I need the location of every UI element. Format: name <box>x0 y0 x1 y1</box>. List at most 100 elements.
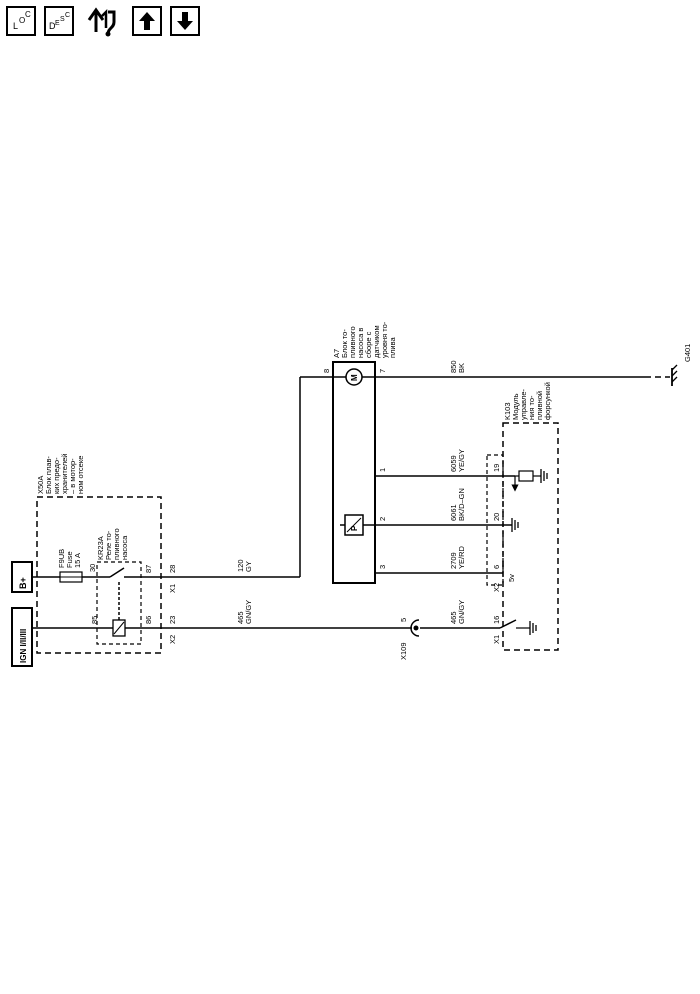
k103-desc-1: управле- <box>519 388 528 420</box>
wire-850-color: BK <box>457 363 466 373</box>
x109-splice: 5 X109 <box>399 618 420 660</box>
loc-button[interactable]: L O C <box>6 6 36 36</box>
desc-main-letter: D <box>49 21 56 31</box>
k103-desc-2: ния то- <box>527 395 536 420</box>
k103-module-outline <box>502 422 559 651</box>
a7-desc-6: плива <box>388 336 397 358</box>
relay-desc-1: пливного <box>112 528 121 560</box>
x50a-x2-pin-23: 23 <box>168 616 177 624</box>
a7-desc-4: датчиком <box>372 325 381 358</box>
a7-pin-3: 3 <box>378 565 387 569</box>
wire-850-num: 850 <box>449 360 458 373</box>
loc-sub2-letter: C <box>25 10 31 19</box>
previous-page-button[interactable] <box>132 6 162 36</box>
ground-g401: G401 <box>671 344 692 386</box>
relay-pin-87: 87 <box>144 565 153 573</box>
x50a-desc-2: хранителей <box>60 454 69 494</box>
wire-6059-num: 6059 <box>449 455 458 472</box>
k103-pin-6: 6 <box>492 565 501 569</box>
a7-label-group: A7 Блок то- пливного насоса в сборе с да… <box>332 321 397 358</box>
a7-desc-3: сборе с <box>364 331 373 358</box>
x50a-fuse-block-outline <box>36 496 162 654</box>
x50a-desc-1: ких предо- <box>52 457 61 494</box>
k103-pin-16: 16 <box>492 616 501 624</box>
k103-x2-connector-outline <box>486 454 504 586</box>
desc-sub-letter: E <box>55 20 60 27</box>
wire-6059-color: YE/GY <box>457 449 466 472</box>
a7-desc-1: пливного <box>348 326 357 358</box>
k103-x1-label: X1 <box>492 635 501 644</box>
wire-labels: 120 GY 465 GN/GY 465 GN/GY 850 BK 6059 Y… <box>236 360 466 624</box>
k103-pin-19: 19 <box>492 464 501 472</box>
sensor-symbol: P <box>350 525 359 531</box>
x50a-ref: X50A <box>36 476 45 494</box>
x50a-desc-4: ном отсеке <box>76 456 85 494</box>
fuse-desc1: Fuse <box>65 551 74 568</box>
ign-label: IGN I/II/III <box>19 629 28 663</box>
wire-465a-color: GN/GY <box>244 600 253 624</box>
wire-120-num: 120 <box>236 559 245 572</box>
x50a-desc-0: Блок плав- <box>44 456 53 494</box>
a7-fuel-pump-module <box>332 361 376 584</box>
x109-ref: X109 <box>399 642 408 660</box>
desc-button[interactable]: D E S C <box>44 6 74 36</box>
x50a-x2-label: X2 <box>168 635 177 644</box>
relay-desc-2: насоса <box>120 535 129 560</box>
loc-sub-letter: O <box>19 16 25 25</box>
a7-pin-2: 2 <box>378 517 387 521</box>
k103-pin-20: 20 <box>492 513 501 521</box>
k103-label-group: K103 Модуль управле- ния то- пливной фор… <box>503 382 552 420</box>
x50a-x1-label: X1 <box>168 584 177 593</box>
circuit-flow-icon <box>87 7 116 37</box>
wire-465b-num: 465 <box>449 611 458 624</box>
a7-desc-5: уровня то- <box>380 321 389 358</box>
a7-desc-2: насоса в <box>356 328 365 358</box>
k103-x2-label: X2 <box>492 583 501 592</box>
wire-465a-num: 465 <box>236 611 245 624</box>
a7-desc-0: Блок то- <box>340 329 349 358</box>
ign-source: IGN I/II/III <box>11 607 33 667</box>
k103-desc-4: форсункой <box>543 382 552 420</box>
wire-120-color: GY <box>244 561 253 572</box>
relay-kr23a-outline <box>96 561 142 645</box>
wire-6061-num: 6061 <box>449 504 458 521</box>
relay-pin-86: 86 <box>144 616 153 624</box>
k103-pullup-resistor <box>518 470 534 482</box>
k103-desc-0: Модуль <box>511 393 520 420</box>
loc-main-letter: L <box>13 21 18 31</box>
motor-symbol: M <box>350 374 359 381</box>
k103-ground-symbol-1 <box>540 469 548 483</box>
relay-switch-contact <box>109 567 125 578</box>
next-page-button[interactable] <box>170 6 200 36</box>
relay-ref: KR23A <box>96 536 105 560</box>
fuse-pin-30: 30 <box>88 564 97 572</box>
x50a-x1-pin-28: 28 <box>168 565 177 573</box>
fuse-ref: F9UB <box>57 549 66 568</box>
b-plus-source: B+ <box>11 561 33 593</box>
k103-ground-symbol-3 <box>529 621 537 635</box>
g401-ref: G401 <box>683 344 692 362</box>
k103-ground-symbol-2 <box>511 518 519 532</box>
relay-pin-85: 85 <box>90 616 99 624</box>
wire-465b-color: GN/GY <box>457 600 466 624</box>
arrow-down-icon <box>177 12 193 30</box>
relay-desc-0: Реле то- <box>104 530 113 560</box>
k103-desc-3: пливной <box>535 391 544 420</box>
x50a-label-group: X50A Блок плав- ких предо- хранителей – … <box>36 454 85 494</box>
desc-sub3-letter: C <box>65 12 70 19</box>
wire-2709-color: YE/RD <box>457 545 466 569</box>
wire-2709-num: 2709 <box>449 552 458 569</box>
b-plus-label: B+ <box>18 577 28 589</box>
arrow-up-icon <box>139 12 155 30</box>
a7-pin-1: 1 <box>378 468 387 472</box>
k103-ref: K103 <box>503 402 512 420</box>
desc-sub2-letter: S <box>60 16 65 23</box>
x109-pin-5: 5 <box>399 618 408 622</box>
relay-label-group: KR23A Реле то- пливного насоса <box>96 528 129 560</box>
wire-6061-color: BK/D–GN <box>457 488 466 521</box>
a7-pin-8: 8 <box>322 369 331 373</box>
k103-5v-ref: 5v <box>507 574 516 582</box>
circuit-flow-button[interactable] <box>86 6 116 37</box>
a7-ref: A7 <box>332 349 341 358</box>
